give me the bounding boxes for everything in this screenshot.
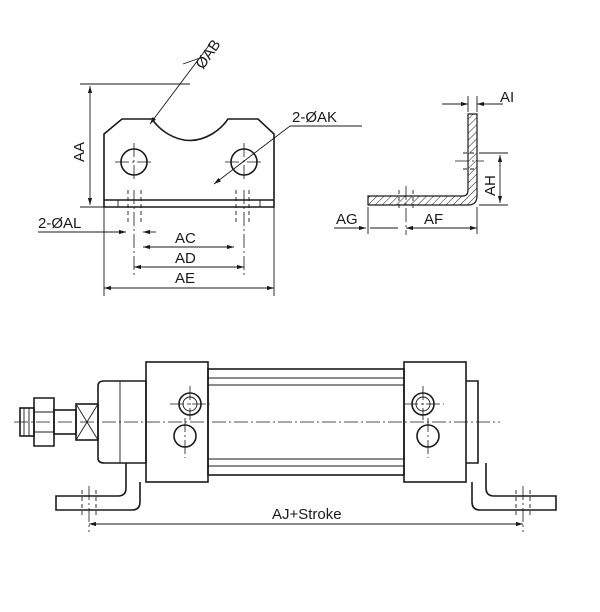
dim-label-af: AF [424, 211, 443, 228]
dim-label-aa: AA [71, 142, 88, 162]
dim-label-aj: AJ+Stroke [272, 506, 342, 523]
bracket-outline [103, 118, 275, 208]
bracket-front-view: ØAB AA 2-ØAK 2-ØAL AC AD AE [38, 37, 362, 296]
dim-label-ac: AC [175, 230, 196, 247]
dim-label-ab: ØAB [192, 37, 224, 73]
cylinder-assembly-view: AJ+Stroke [14, 361, 557, 532]
bracket-side-view: AI AH AG AF [334, 89, 514, 235]
dim-label-ai: AI [500, 89, 514, 106]
dim-label-ak: 2-ØAK [292, 109, 337, 126]
dim-label-ag: AG [336, 211, 358, 228]
bracket-section [367, 113, 478, 206]
rod-nut [33, 397, 55, 447]
dim-label-ah: AH [482, 175, 499, 196]
ak-leader [213, 125, 291, 185]
left-foot-bracket [55, 463, 141, 511]
right-foot-bracket [471, 463, 557, 511]
dim-label-ad: AD [175, 250, 196, 267]
dim-label-al: 2-ØAL [38, 215, 81, 232]
dim-label-ae: AE [175, 270, 195, 287]
